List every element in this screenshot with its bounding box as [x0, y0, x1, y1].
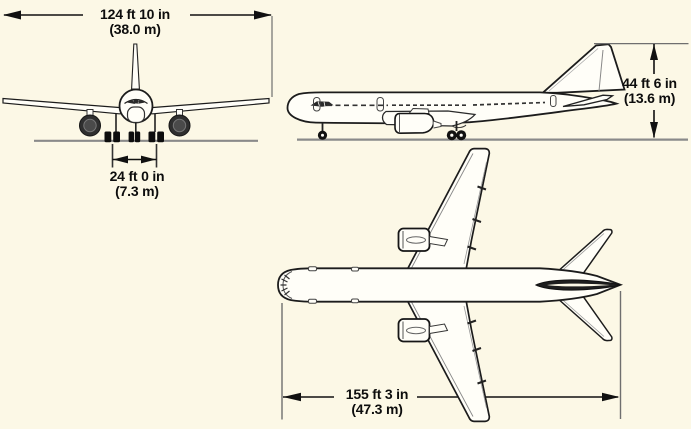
top-right-wing-flap-fairings	[467, 185, 487, 251]
wingspan-left-arrow-icon	[3, 10, 21, 20]
top-view-aircraft	[277, 147, 624, 423]
top-left-stabilizer-line	[555, 293, 605, 337]
length-metric-value: (47.3 m)	[351, 401, 403, 417]
side-horizontal-stabilizer	[562, 94, 615, 108]
gear-track-dimension	[111, 144, 158, 168]
side-mid-door	[376, 97, 384, 112]
front-left-engine-core	[83, 118, 97, 133]
length-left-arrow-icon	[283, 392, 301, 402]
top-right-engine-core	[406, 236, 426, 244]
front-cockpit-windows	[127, 99, 145, 104]
front-right-engine-core	[172, 118, 187, 133]
height-bottom-arrow-icon	[650, 122, 658, 138]
length-imperial-value: 155 ft 3 in	[345, 386, 409, 402]
side-nose-wheel-hub	[321, 133, 324, 137]
front-gear-struts	[115, 114, 156, 132]
top-left-engine-pylon	[429, 323, 449, 335]
side-rear-door	[550, 95, 557, 107]
wingspan-imperial-value: 124 ft 10 in	[100, 6, 170, 22]
gear-track-imperial-value: 24 ft 0 in	[109, 168, 165, 184]
front-view-aircraft	[2, 43, 270, 143]
side-engine-nacelle	[394, 112, 435, 135]
length-dimension-label: 155 ft 3 in (47.3 m)	[318, 387, 436, 417]
top-left-stabilizer	[549, 287, 613, 342]
gear-track-left-arrow-icon	[113, 155, 128, 164]
side-main-wheel-2-hub	[459, 133, 463, 137]
height-dimension-label: 44 ft 6 in (13.6 m)	[608, 76, 691, 106]
height-imperial-value: 44 ft 6 in	[622, 75, 677, 91]
gear-track-metric-value: (7.3 m)	[115, 183, 159, 199]
side-rudder-line	[598, 49, 604, 92]
side-engine-exhaust-cone	[433, 120, 442, 129]
length-dimension	[281, 291, 622, 420]
height-dimension	[594, 43, 689, 138]
side-fin-inner-line	[548, 48, 599, 92]
gear-track-right-arrow-icon	[141, 155, 156, 164]
side-view-aircraft	[286, 43, 688, 141]
height-top-arrow-icon	[650, 44, 658, 60]
gear-track-extension-lines	[111, 144, 158, 168]
side-window-band-3	[472, 101, 546, 106]
side-main-wheel-1-hub	[450, 133, 454, 137]
length-right-arrow-icon	[602, 392, 620, 402]
top-right-stabilizer	[549, 228, 613, 283]
top-vertical-fin-highlight	[547, 283, 610, 287]
wingspan-dimension	[3, 10, 273, 97]
side-flap-fairing	[451, 124, 467, 129]
wingspan-metric-value: (38.0 m)	[109, 21, 161, 37]
top-cockpit-window-marks	[280, 274, 290, 296]
length-extension-lines	[281, 291, 622, 420]
side-gear-struts	[321, 121, 458, 132]
front-nose-lower-detail	[126, 106, 146, 124]
side-front-door	[313, 97, 321, 112]
top-right-stabilizer-line	[555, 233, 605, 277]
top-left-engine-core	[406, 326, 426, 335]
front-vertical-fin	[131, 43, 140, 90]
side-cockpit-window-dividers	[317, 101, 326, 107]
gear-track-dimension-label: 24 ft 0 in (7.3 m)	[80, 169, 194, 199]
height-metric-value: (13.6 m)	[623, 90, 676, 106]
wingspan-dimension-label: 124 ft 10 in (38.0 m)	[55, 7, 215, 37]
side-fuselage	[286, 91, 620, 125]
wingspan-right-arrow-icon	[254, 10, 272, 20]
top-right-engine-pylon	[429, 235, 449, 247]
front-gear-wheels	[104, 131, 164, 143]
top-door-outlines	[308, 266, 359, 304]
top-left-wing-flap-fairings	[467, 319, 487, 385]
